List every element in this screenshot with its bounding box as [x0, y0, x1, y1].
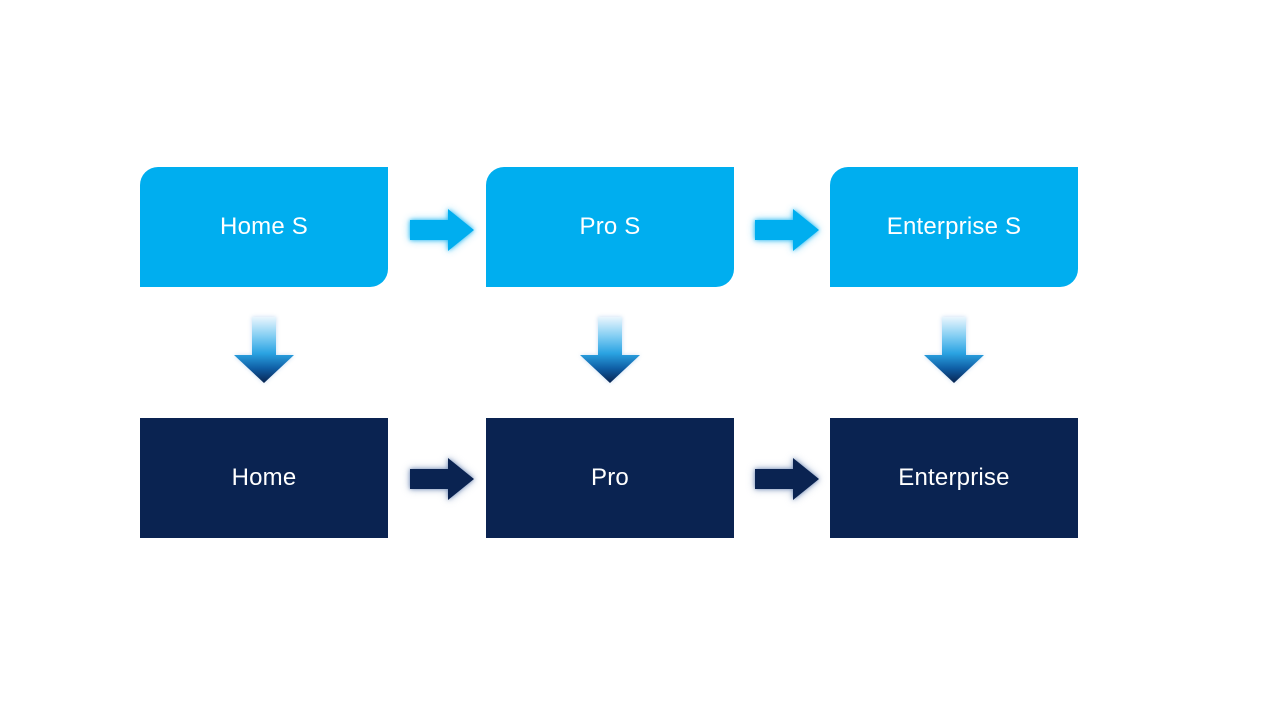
box-label: Enterprise	[898, 464, 1010, 491]
box-home-s: Home S	[140, 167, 388, 287]
box-pro: Pro	[486, 418, 734, 538]
down-arrow-icon	[580, 317, 640, 383]
box-home: Home	[140, 418, 388, 538]
right-arrow-icon	[410, 209, 474, 251]
box-label: Pro S	[579, 213, 641, 240]
box-label: Enterprise S	[886, 213, 1022, 240]
box-enterprise: Enterprise	[830, 418, 1078, 538]
right-arrow-icon	[755, 209, 819, 251]
down-arrow-icon	[234, 317, 294, 383]
box-label: Pro	[591, 464, 629, 491]
box-pro-s: Pro S	[486, 167, 734, 287]
right-arrow-icon	[755, 458, 819, 500]
box-enterprise-s: Enterprise S	[830, 167, 1078, 287]
down-arrow-icon	[924, 317, 984, 383]
box-label: Home	[231, 464, 297, 491]
box-label: Home S	[220, 213, 308, 240]
right-arrow-icon	[410, 458, 474, 500]
